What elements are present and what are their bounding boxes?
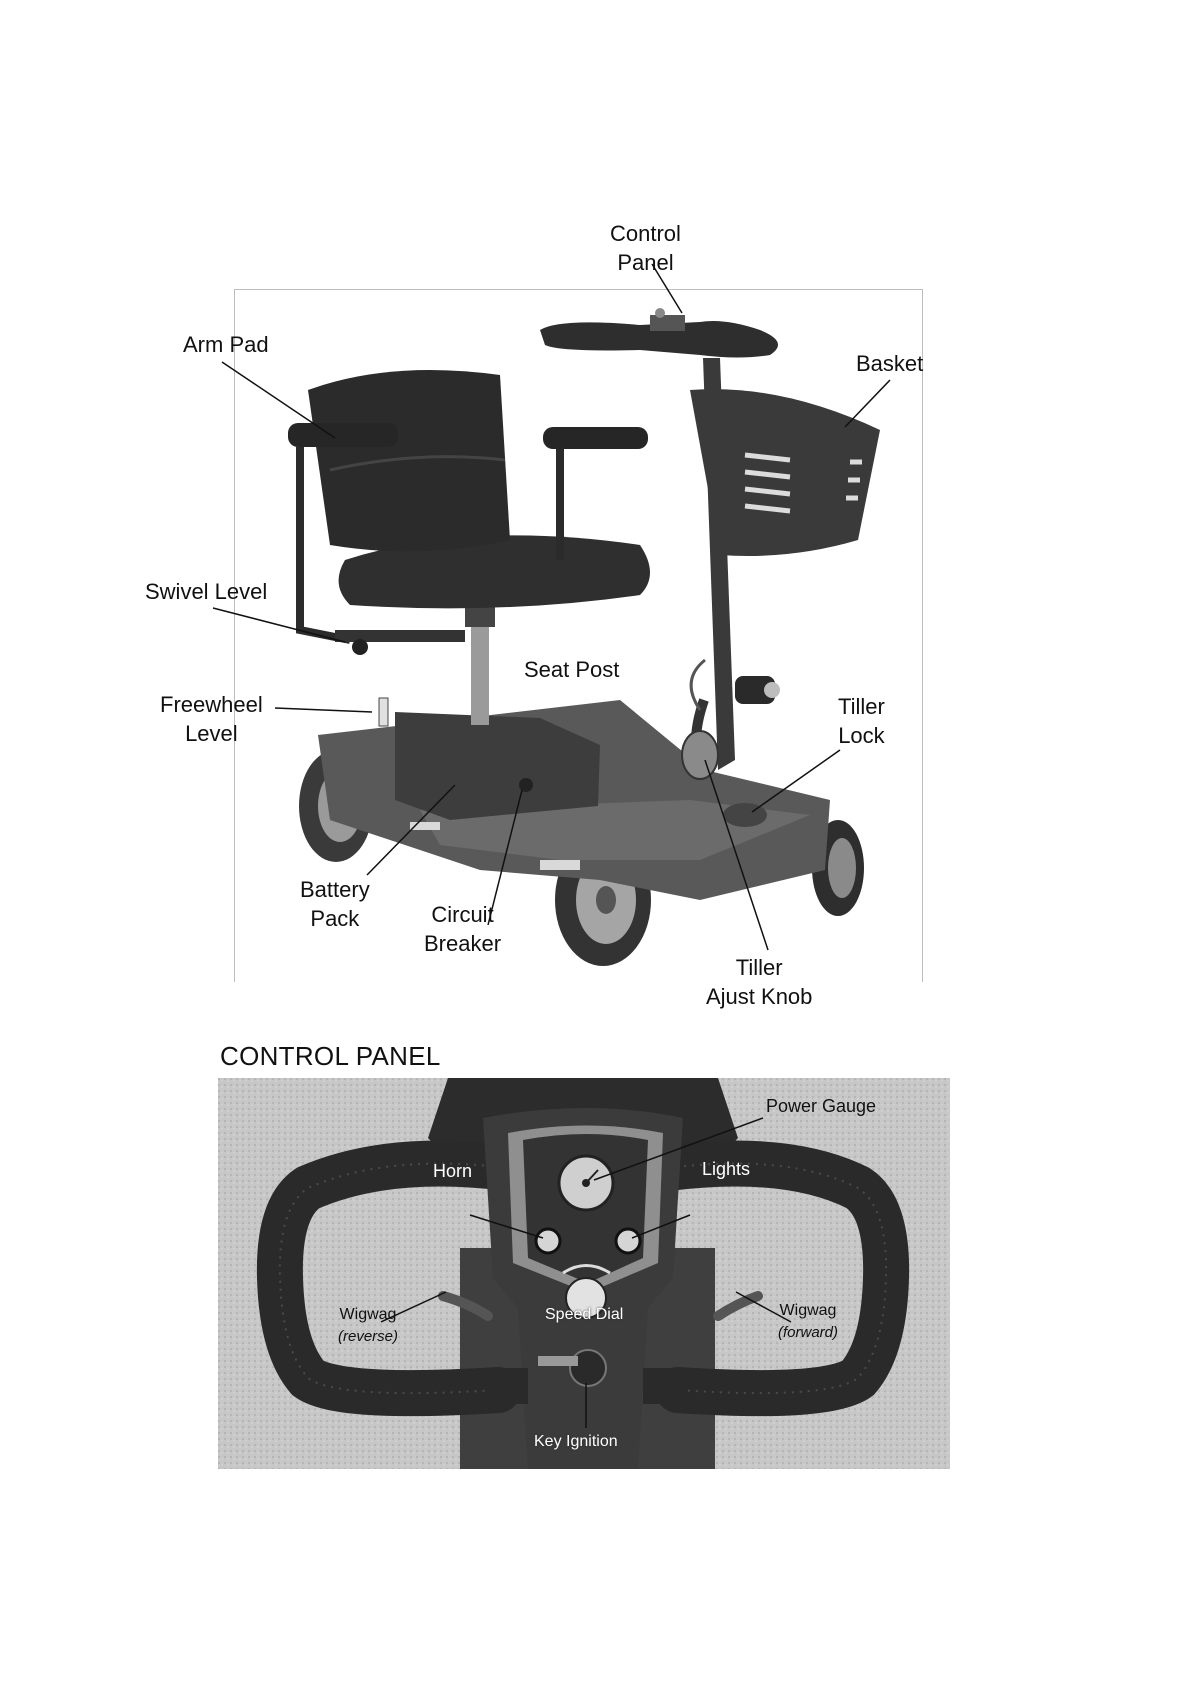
label-line: Circuit (424, 900, 501, 929)
seat-post-shape (471, 615, 489, 725)
label-swivel-level: Swivel Level (145, 577, 267, 606)
label-battery-pack: Battery Pack (300, 875, 370, 933)
tiller-knob-shape (682, 731, 718, 779)
label-line: Wigwag (778, 1300, 838, 1322)
label-circuit-breaker: Circuit Breaker (424, 900, 501, 958)
seat-back (308, 370, 510, 551)
key-ignition-shape (570, 1350, 606, 1386)
label-line: Breaker (424, 929, 501, 958)
label-tiller-adjust-knob: Tiller Ajust Knob (706, 953, 812, 1011)
label-horn: Horn (433, 1160, 472, 1182)
control-panel-illustration (218, 1078, 950, 1469)
label-line: Level (160, 719, 263, 748)
label-line: Freewheel (160, 690, 263, 719)
label-wigwag-forward: Wigwag (forward) (778, 1300, 838, 1344)
label-speed-dial: Speed Dial (545, 1304, 623, 1326)
scooter-illustration (0, 0, 1191, 1010)
control-panel-heading: CONTROL PANEL (220, 1041, 441, 1072)
label-basket: Basket (856, 349, 923, 378)
label-line: Battery (300, 875, 370, 904)
label-line: Lock (838, 721, 885, 750)
label-seat-post: Seat Post (524, 655, 619, 684)
label-line: Control (610, 219, 681, 248)
label-line: Tiller (706, 953, 812, 982)
label-power-gauge: Power Gauge (766, 1095, 876, 1117)
label-line: Wigwag (338, 1304, 398, 1326)
horn-button-shape (536, 1229, 560, 1253)
label-line: Panel (610, 248, 681, 277)
label-line: Ajust Knob (706, 982, 812, 1011)
label-arm-pad: Arm Pad (183, 330, 269, 359)
label-line: Tiller (838, 692, 885, 721)
control-panel-photo: Power Gauge Horn Lights Speed Dial Wigwa… (218, 1078, 950, 1469)
label-key-ignition: Key Ignition (534, 1431, 618, 1453)
lights-button-shape (616, 1229, 640, 1253)
label-line: (forward) (778, 1322, 838, 1344)
label-wigwag-reverse: Wigwag (reverse) (338, 1304, 398, 1348)
label-line: (reverse) (338, 1326, 398, 1348)
basket-shape (690, 389, 880, 556)
label-lights: Lights (702, 1158, 750, 1180)
label-control-panel: Control Panel (610, 219, 681, 277)
label-line: Pack (300, 904, 370, 933)
label-freewheel-level: Freewheel Level (160, 690, 263, 748)
label-tiller-lock: Tiller Lock (838, 692, 885, 750)
